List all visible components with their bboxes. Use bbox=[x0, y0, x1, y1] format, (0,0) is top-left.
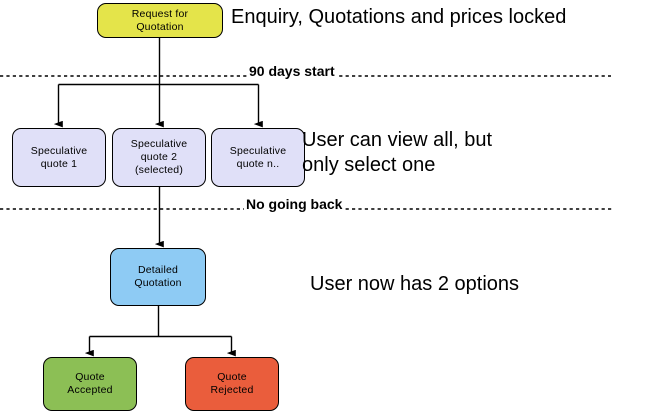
node-speculative-quote-n-label: Speculative quote n.. bbox=[229, 144, 287, 170]
node-request-for-quotation[interactable]: Request for Quotation bbox=[97, 3, 223, 38]
node-detailed-quotation-label: Detailed Quotation bbox=[134, 264, 182, 289]
node-speculative-quote-2-label: Speculative quote 2 (selected) bbox=[130, 138, 188, 176]
node-detailed-quotation[interactable]: Detailed Quotation bbox=[110, 248, 206, 306]
node-quote-accepted[interactable]: Quote Accepted bbox=[43, 357, 137, 411]
node-speculative-quote-1-label: Speculative quote 1 bbox=[30, 144, 88, 170]
annotation-enquiry-quotations-prices-locked: Enquiry, Quotations and prices locked bbox=[231, 6, 567, 28]
node-quote-accepted-label: Quote Accepted bbox=[67, 371, 113, 396]
node-request-for-quotation-label: Request for Quotation bbox=[131, 7, 189, 33]
node-quote-rejected-label: Quote Rejected bbox=[210, 371, 254, 396]
phase-divider-label-90-days: 90 days start bbox=[247, 63, 337, 79]
node-speculative-quote-n[interactable]: Speculative quote n.. bbox=[211, 128, 305, 187]
annotation-user-can-view-all: User can view all, but only select one bbox=[302, 129, 493, 176]
node-speculative-quote-1[interactable]: Speculative quote 1 bbox=[12, 128, 106, 187]
node-quote-rejected[interactable]: Quote Rejected bbox=[185, 357, 279, 411]
node-speculative-quote-2-selected[interactable]: Speculative quote 2 (selected) bbox=[112, 128, 206, 187]
phase-divider-label-no-going-back: No going back bbox=[244, 196, 345, 212]
annotation-user-now-has-2-options: User now has 2 options bbox=[310, 273, 520, 295]
